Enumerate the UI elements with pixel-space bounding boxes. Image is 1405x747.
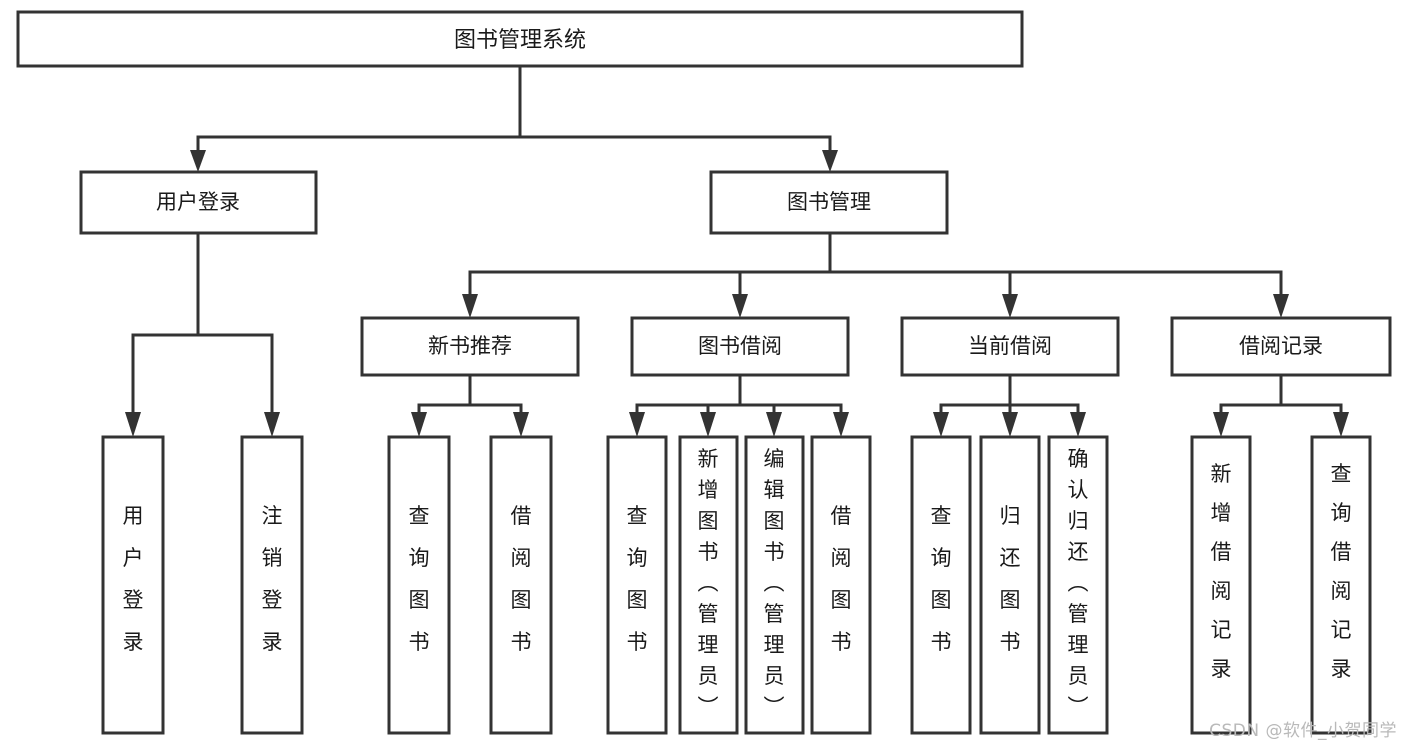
node-borrow-record[interactable]: 借阅记录 (1170, 316, 1392, 377)
leaf-user-login-label: 用户登录 (123, 504, 144, 654)
arrow-leaf-bb-query-icon (629, 412, 645, 437)
leaf-user-logout-label: 注销登录 (262, 504, 283, 654)
watermark: CSDN @软件_小贺同学 (1209, 721, 1397, 741)
node-book-mgmt-label: 图书管理 (787, 190, 871, 214)
arrow-leaf-user-login-icon (125, 412, 141, 437)
arrow-leaf-bb-add-icon (700, 412, 716, 437)
node-root[interactable]: 图书管理系统 (16, 10, 1024, 68)
node-current-borrow-box[interactable] (900, 316, 1120, 377)
leaf-br-query-label: 查询借阅记录 (1331, 462, 1352, 681)
leaf-cb-confirm-box[interactable] (1047, 435, 1109, 735)
arrow-leaf-rec-borrow-icon (513, 412, 529, 437)
leaf-bb-edit-label: 编辑图书︵管理员︶ (764, 447, 785, 719)
arrow-to-new-book-rec-icon (462, 294, 478, 318)
node-login-box[interactable] (79, 170, 318, 235)
leaf-user-login-box[interactable] (101, 435, 165, 735)
arrow-to-borrow-record-icon (1273, 294, 1289, 318)
node-current-borrow[interactable]: 当前借阅 (900, 316, 1120, 377)
leaf-bb-borrow-box[interactable] (810, 435, 872, 735)
leaf-bb-borrow[interactable]: 借阅图书 (810, 435, 872, 735)
leaf-br-add-label: 新增借阅记录 (1211, 462, 1232, 681)
leaf-bb-query[interactable]: 查询图书 (606, 435, 668, 735)
leaf-rec-borrow[interactable]: 借阅图书 (489, 435, 553, 735)
node-login[interactable]: 用户登录 (79, 170, 318, 235)
leaf-cb-return-label: 归还图书 (1000, 504, 1021, 654)
arrow-leaf-cb-return-icon (1002, 412, 1018, 437)
leaf-cb-query-box[interactable] (910, 435, 972, 735)
node-root-label: 图书管理系统 (454, 28, 586, 53)
leaf-rec-borrow-label: 借阅图书 (511, 504, 532, 654)
arrow-to-book-mgmt-icon (822, 150, 838, 172)
leaf-br-add[interactable]: 新增借阅记录 (1190, 435, 1252, 735)
leaf-bb-query-box[interactable] (606, 435, 668, 735)
leaf-cb-return[interactable]: 归还图书 (979, 435, 1041, 735)
leaf-cb-return-box[interactable] (979, 435, 1041, 735)
node-book-borrow-label: 图书借阅 (698, 334, 782, 358)
node-borrow-record-box[interactable] (1170, 316, 1392, 377)
leaf-rec-borrow-box[interactable] (489, 435, 553, 735)
leaf-user-logout[interactable]: 注销登录 (240, 435, 304, 735)
leaf-bb-edit-box[interactable] (744, 435, 805, 735)
arrow-leaf-cb-confirm-icon (1070, 412, 1086, 437)
leaf-user-login[interactable]: 用户登录 (101, 435, 165, 735)
connector-layer (125, 64, 1349, 437)
leaf-bb-edit[interactable]: 编辑图书︵管理员︶ (744, 435, 805, 735)
leaf-rec-query-box[interactable] (387, 435, 451, 735)
arrow-to-book-borrow-icon (732, 294, 748, 318)
node-root-box[interactable] (16, 10, 1024, 68)
leaf-cb-confirm-label: 确认归还︵管理员︶ (1068, 447, 1089, 719)
leaf-bb-add[interactable]: 新增图书︵管理员︶ (678, 435, 739, 735)
arrow-leaf-bb-borrow-icon (833, 412, 849, 437)
leaf-br-query-box[interactable] (1310, 435, 1372, 735)
node-new-book-rec-label: 新书推荐 (428, 334, 512, 358)
leaf-bb-add-label: 新增图书︵管理员︶ (698, 447, 719, 719)
leaf-rec-query[interactable]: 查询图书 (387, 435, 451, 735)
arrow-leaf-user-logout-icon (264, 412, 280, 437)
leaf-cb-query-label: 查询图书 (931, 504, 952, 654)
leaf-cb-confirm[interactable]: 确认归还︵管理员︶ (1047, 435, 1109, 735)
arrow-to-current-borrow-icon (1002, 294, 1018, 318)
arrow-leaf-rec-query-icon (411, 412, 427, 437)
arrow-leaf-br-query-icon (1333, 412, 1349, 437)
node-login-label: 用户登录 (156, 190, 240, 214)
leaf-bb-borrow-label: 借阅图书 (831, 504, 852, 654)
arrow-leaf-bb-edit-icon (766, 412, 782, 437)
node-new-book-rec[interactable]: 新书推荐 (360, 316, 580, 377)
leaf-bb-add-box[interactable] (678, 435, 739, 735)
node-borrow-record-label: 借阅记录 (1239, 334, 1323, 358)
node-new-book-rec-box[interactable] (360, 316, 580, 377)
leaf-user-logout-box[interactable] (240, 435, 304, 735)
leaf-br-query[interactable]: 查询借阅记录 (1310, 435, 1372, 735)
leaf-br-add-box[interactable] (1190, 435, 1252, 735)
node-book-borrow-box[interactable] (630, 316, 850, 377)
node-book-mgmt-box[interactable] (709, 170, 949, 235)
node-book-borrow[interactable]: 图书借阅 (630, 316, 850, 377)
node-book-mgmt[interactable]: 图书管理 (709, 170, 949, 235)
leaf-rec-query-label: 查询图书 (409, 504, 430, 654)
arrow-to-login-icon (190, 150, 206, 172)
leaf-cb-query[interactable]: 查询图书 (910, 435, 972, 735)
node-current-borrow-label: 当前借阅 (968, 334, 1052, 358)
arrow-leaf-br-add-icon (1213, 412, 1229, 437)
arrow-leaf-cb-query-icon (933, 412, 949, 437)
leaf-bb-query-label: 查询图书 (627, 504, 648, 654)
